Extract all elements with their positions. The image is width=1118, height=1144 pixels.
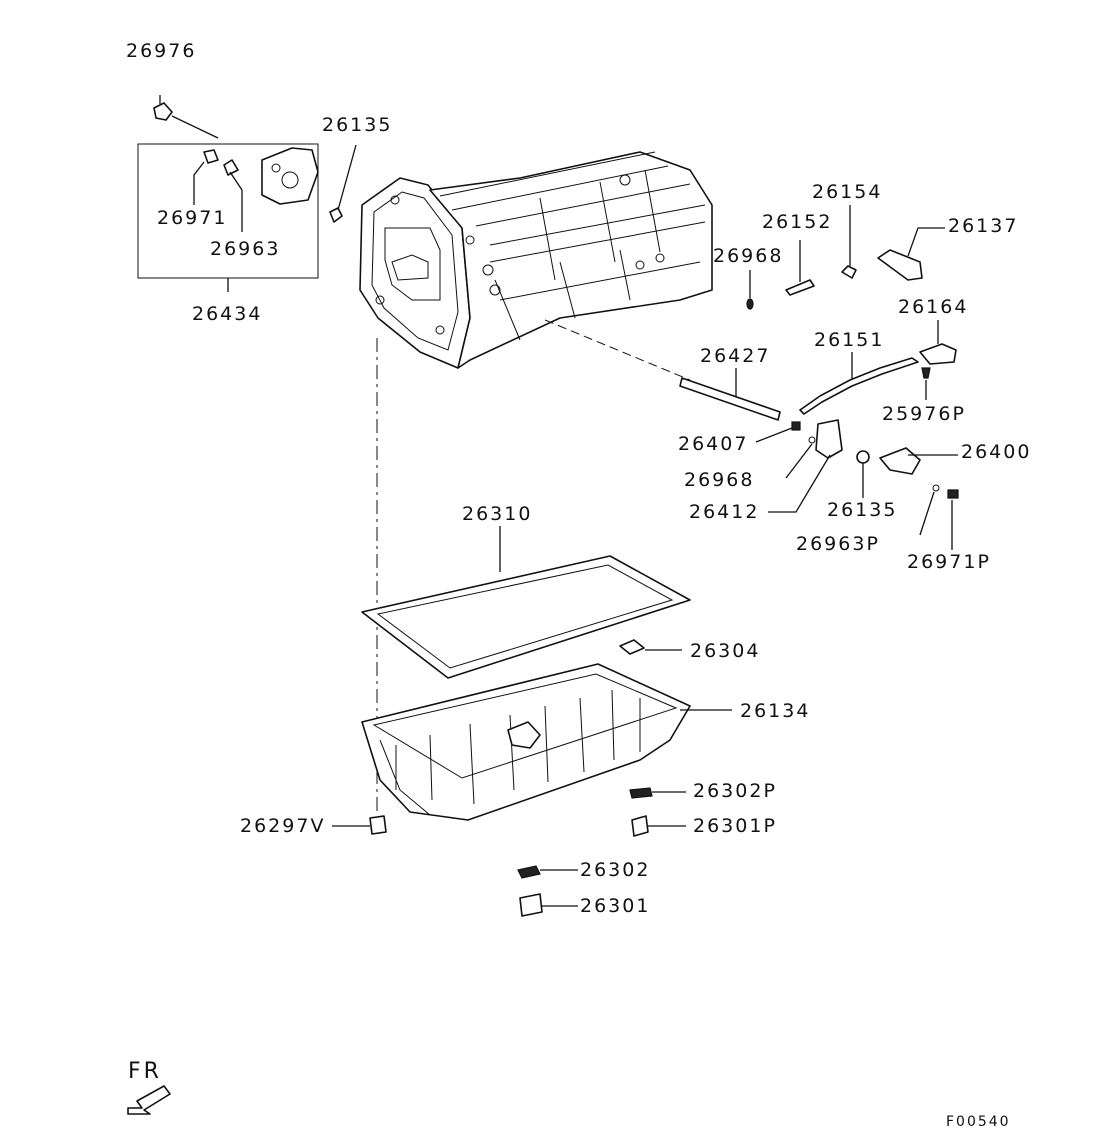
oil-pan	[361, 663, 732, 821]
label-26164: 26164	[898, 296, 968, 318]
label-26427: 26427	[700, 345, 770, 367]
label-26137: 26137	[948, 215, 1018, 237]
figure-code: F00540	[946, 1114, 1011, 1130]
label-26963: 26963	[210, 238, 280, 260]
label-26152: 26152	[762, 211, 832, 233]
label-26135-top: 26135	[322, 114, 392, 136]
direction-label: FR	[128, 1059, 162, 1084]
label-26154: 26154	[812, 181, 882, 203]
label-26301p: 26301P	[693, 815, 777, 837]
label-26412: 26412	[689, 501, 759, 523]
oil-pan-gasket	[361, 526, 691, 679]
sensor-assembly-box	[137, 143, 319, 279]
label-26310: 26310	[462, 503, 532, 525]
label-25976p: 25976P	[882, 403, 966, 425]
label-26976: 26976	[126, 40, 196, 62]
label-26971: 26971	[157, 207, 227, 229]
label-26301: 26301	[580, 895, 650, 917]
label-26971p: 26971P	[907, 551, 991, 573]
label-26304: 26304	[690, 640, 760, 662]
label-26151: 26151	[814, 329, 884, 351]
label-26968-mid: 26968	[684, 469, 754, 491]
label-26434: 26434	[192, 303, 262, 325]
front-arrow-icon	[127, 1085, 171, 1115]
label-26963p: 26963P	[796, 533, 880, 555]
label-26968-top: 26968	[713, 245, 783, 267]
label-26400: 26400	[961, 441, 1031, 463]
label-26135-mid: 26135	[827, 499, 897, 521]
label-26302: 26302	[580, 859, 650, 881]
transmission-case	[359, 151, 713, 369]
label-26297v: 26297V	[240, 815, 325, 837]
control-parts	[679, 205, 959, 550]
label-26407: 26407	[678, 433, 748, 455]
label-26134: 26134	[740, 700, 810, 722]
label-26302p: 26302P	[693, 780, 777, 802]
